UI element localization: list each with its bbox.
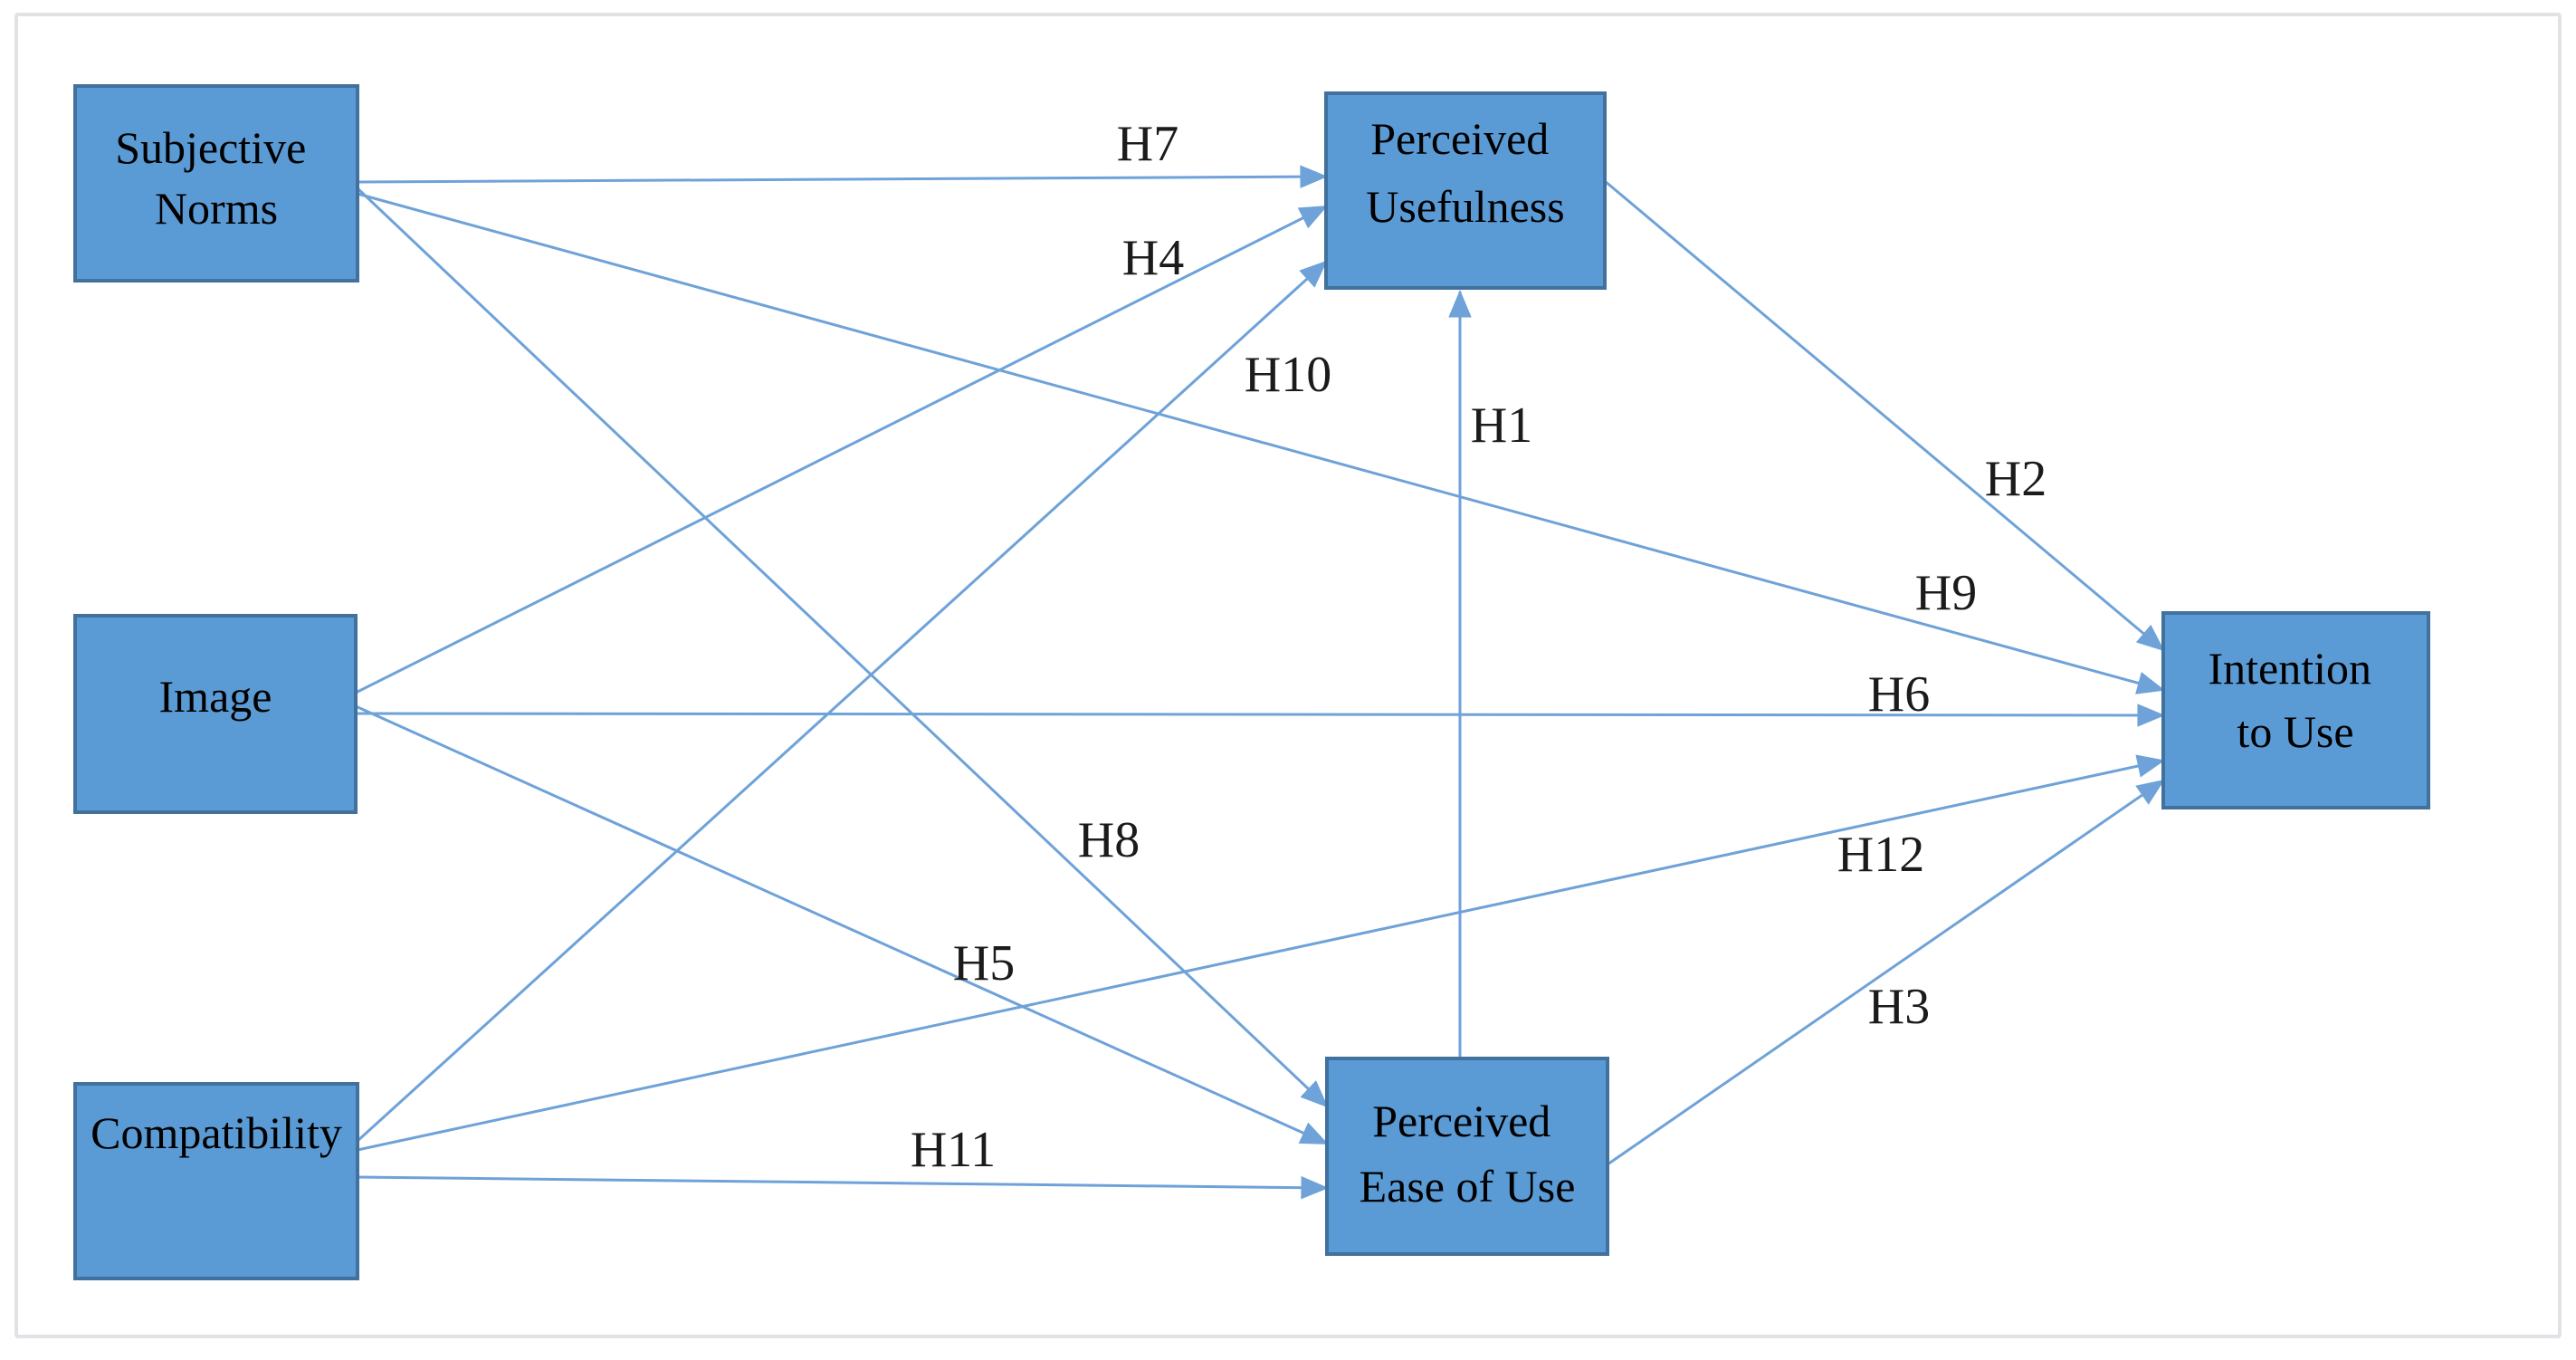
edge-H6-arrow — [355, 704, 2166, 727]
node-subjective-norms: Subjective Norms — [73, 84, 359, 283]
node-perceived-usefulness: Perceived Usefulness — [1324, 91, 1607, 290]
edge-H7-arrow — [357, 165, 1329, 188]
edge-H8-arrow — [356, 187, 1329, 1108]
edge-H9-arrow — [357, 192, 2165, 694]
edge-H2-arrow — [1604, 179, 2165, 652]
edge-H10-arrow — [356, 260, 1328, 1143]
edge-label-H1: H1 — [1471, 397, 1532, 454]
edge-label-H11: H11 — [911, 1122, 996, 1178]
edge-label-H5: H5 — [953, 935, 1015, 991]
edge-H5-arrow — [355, 704, 1329, 1145]
node-perceived-ease-of-use: Perceived Ease of Use — [1325, 1057, 1609, 1256]
node-image-label: Image — [159, 671, 272, 722]
node-subjective-norms-box — [73, 84, 359, 283]
edge-H4-arrow — [355, 205, 1328, 694]
node-perceived-ease-of-use-label: Perceived Ease of Use — [1360, 1096, 1576, 1212]
edge-arrows — [355, 165, 2166, 1200]
node-image-box — [73, 614, 358, 814]
node-compatibility-label: Compatibility — [91, 1107, 342, 1158]
edge-labels: H1 H2 H3 H4 H5 H6 H7 H8 H9 H10 H11 H12 — [911, 116, 2046, 1178]
node-compatibility-box — [73, 1082, 359, 1280]
edge-label-H6: H6 — [1868, 666, 1930, 723]
node-intention-to-use: Intention to Use — [2161, 611, 2430, 809]
node-intention-to-use-box — [2161, 611, 2430, 809]
nodes: Subjective Norms Image Compatibility — [73, 84, 2430, 1280]
edge-label-H7: H7 — [1117, 116, 1178, 172]
edge-label-H8: H8 — [1078, 812, 1140, 868]
edge-label-H4: H4 — [1122, 230, 1184, 286]
figure-border — [14, 13, 2562, 1338]
edge-H3-arrow — [1607, 779, 2165, 1166]
edge-H11-arrow — [357, 1175, 1330, 1200]
node-intention-to-use-label: Intention to Use — [2208, 643, 2382, 757]
edge-label-H2: H2 — [1985, 451, 2046, 507]
edge-label-H12: H12 — [1837, 827, 1924, 883]
edge-H12-arrow — [357, 754, 2165, 1152]
node-perceived-usefulness-box — [1324, 91, 1607, 290]
node-perceived-ease-of-use-box — [1325, 1057, 1609, 1256]
node-compatibility: Compatibility — [73, 1082, 359, 1280]
node-perceived-usefulness-label: Perceived Usefulness — [1366, 113, 1564, 232]
edge-label-H10: H10 — [1245, 347, 1331, 403]
edge-label-H3: H3 — [1868, 979, 1930, 1035]
edge-label-H9: H9 — [1915, 565, 1977, 621]
node-subjective-norms-label: Subjective Norms — [115, 122, 318, 234]
node-image: Image — [73, 614, 358, 814]
